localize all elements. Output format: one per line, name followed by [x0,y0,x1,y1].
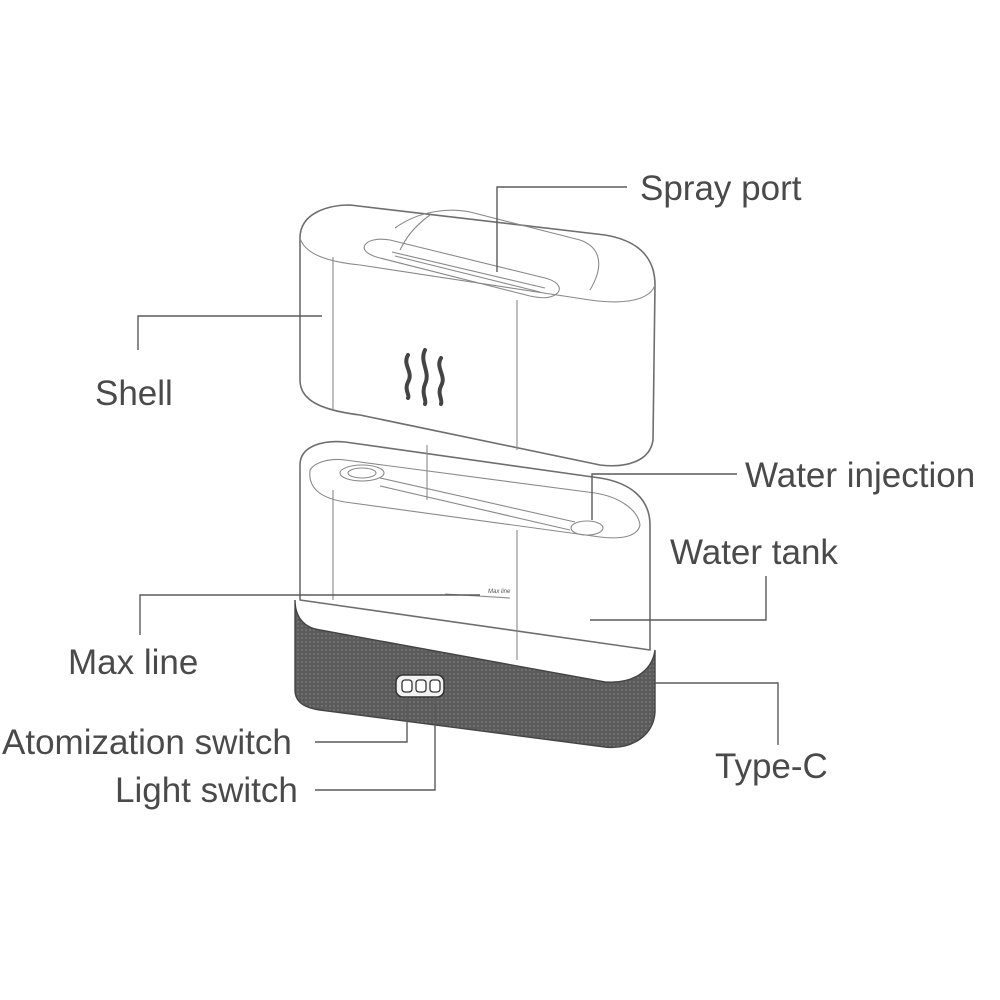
spray-port-leader [496,186,627,272]
type-c-leader [655,682,779,745]
light-switch-leader [315,697,436,791]
flame-icon [404,348,445,406]
mode-button[interactable] [429,679,441,693]
atomization-switch-button[interactable] [401,679,413,693]
shell-leader [137,315,322,350]
water-injection-leader [591,473,737,520]
water-injection-label: Water injection [745,456,975,495]
leader-lines [137,186,779,791]
light-switch-label: Light switch [115,771,298,810]
max-line-mark: Max line [488,589,511,595]
max-line-leader [139,594,480,635]
water-tank-leader [590,576,767,621]
switch-panel [395,674,445,698]
shell-part [299,204,656,467]
shell-label: Shell [95,374,173,413]
spray-port-label: Spray port [640,169,802,208]
water-tank-label: Water tank [670,533,838,572]
max-line-label: Max line [68,643,198,682]
base-part [294,599,656,749]
atomization-switch-leader [315,697,408,743]
atomization-switch-label: Atomization switch [2,723,292,762]
type-c-label: Type-C [715,747,828,786]
light-switch-button[interactable] [415,679,427,693]
